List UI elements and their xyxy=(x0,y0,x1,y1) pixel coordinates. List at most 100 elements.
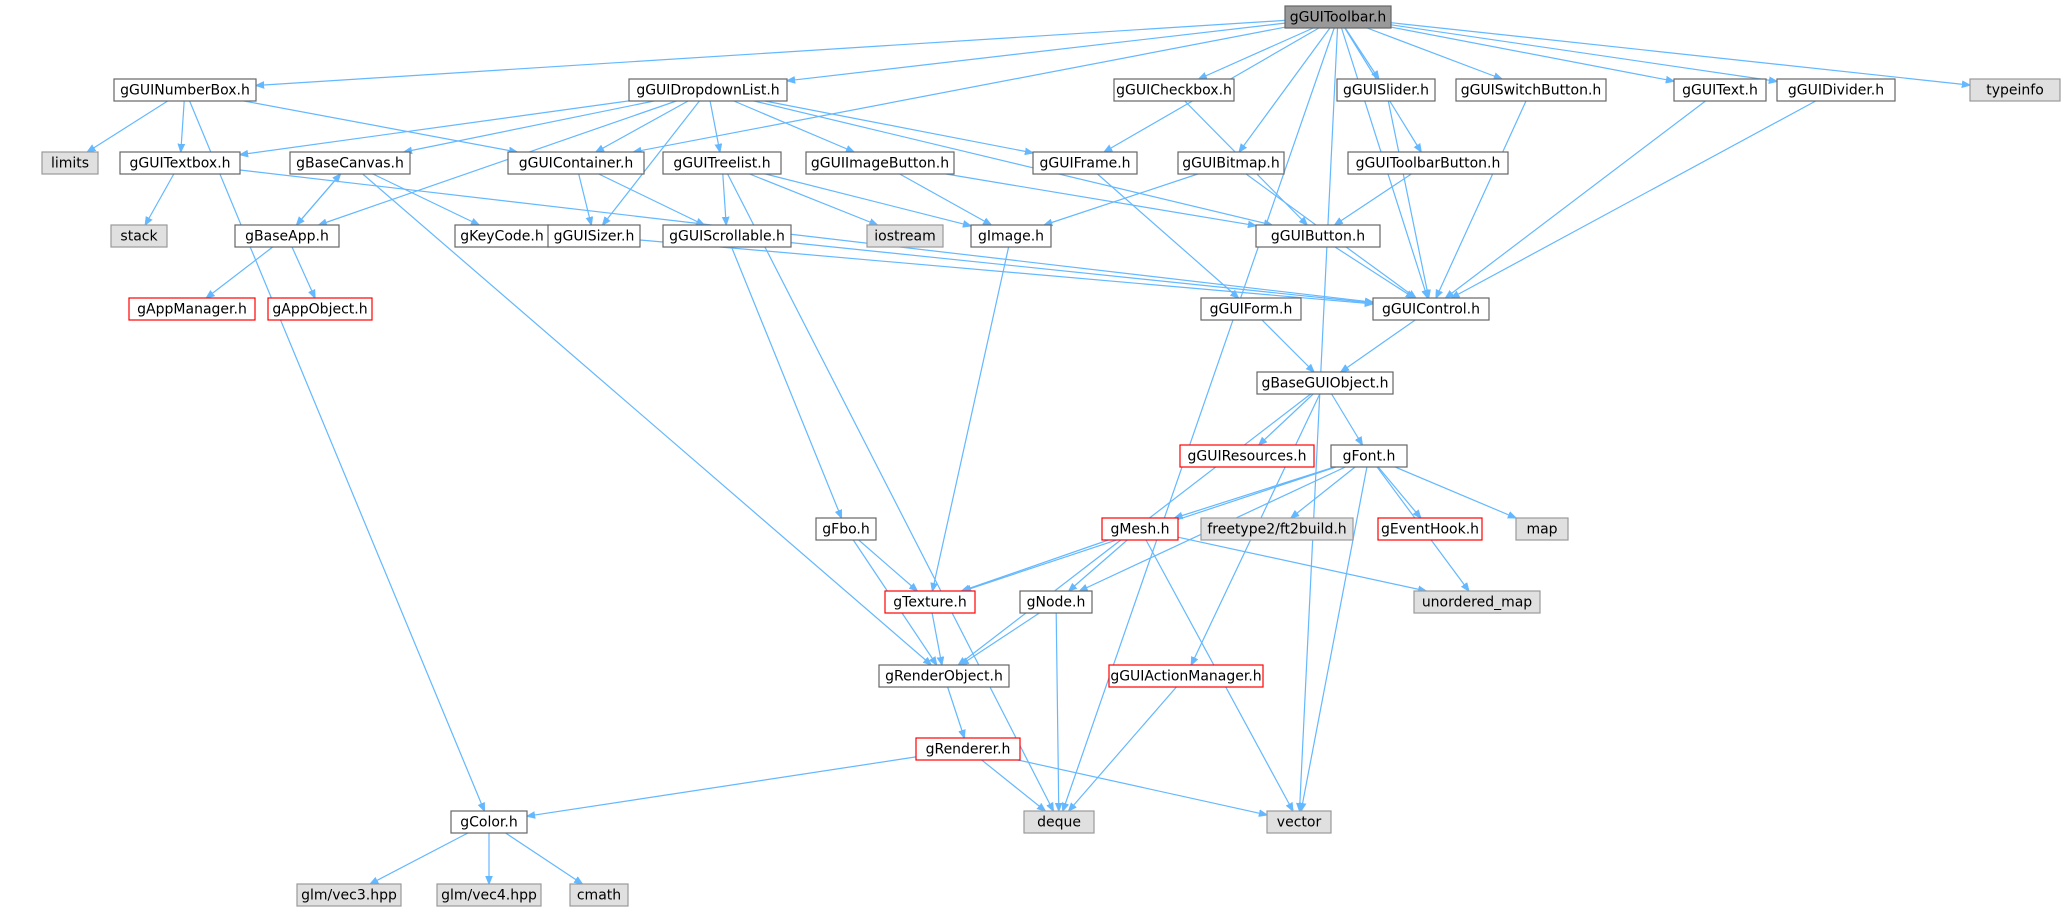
edge-control-to-baseguiobject xyxy=(1341,319,1416,372)
node-node[interactable]: gNode.h xyxy=(1019,590,1093,614)
node-appmanager[interactable]: gAppManager.h xyxy=(128,297,256,321)
node-label-ft2build: freetype2/ft2build.h xyxy=(1207,522,1346,538)
node-mesh[interactable]: gMesh.h xyxy=(1101,517,1179,541)
node-textbox[interactable]: gGUITextbox.h xyxy=(119,151,241,175)
node-baseapp[interactable]: gBaseApp.h xyxy=(234,224,340,248)
edge-dropdown-to-textbox xyxy=(240,100,630,155)
node-divider[interactable]: gGUIDivider.h xyxy=(1776,78,1896,102)
edge-button-to-control xyxy=(1334,246,1414,298)
node-actionmanager[interactable]: gGUIActionManager.h xyxy=(1108,664,1264,688)
edge-dropdown-to-treelist xyxy=(709,100,720,152)
edge-sizer-to-control xyxy=(639,239,1373,304)
node-scrollable[interactable]: gGUIScrollable.h xyxy=(662,224,792,248)
edge-container-to-sizer xyxy=(578,173,592,225)
node-label-basecanvas: gBaseCanvas.h xyxy=(296,156,404,172)
node-container[interactable]: gGUIContainer.h xyxy=(507,151,645,175)
node-box-scrollable xyxy=(662,224,792,248)
node-box-dropdown xyxy=(628,78,788,102)
node-texture[interactable]: gTexture.h xyxy=(884,590,976,614)
node-frame[interactable]: gGUIFrame.h xyxy=(1032,151,1138,175)
node-dropdown[interactable]: gGUIDropdownList.h xyxy=(628,78,788,102)
node-toolbar[interactable]: gGUIToolbar.h xyxy=(1284,5,1392,29)
node-label-button: gGUIButton.h xyxy=(1271,229,1365,245)
node-box-text xyxy=(1673,78,1767,102)
node-box-eventhook xyxy=(1377,517,1483,541)
node-eventhook[interactable]: gEventHook.h xyxy=(1377,517,1483,541)
node-treelist[interactable]: gGUITreelist.h xyxy=(662,151,782,175)
node-toolbarbutton[interactable]: gGUIToolbarButton.h xyxy=(1347,151,1509,175)
node-text[interactable]: gGUIText.h xyxy=(1673,78,1767,102)
node-slider[interactable]: gGUISlider.h xyxy=(1336,78,1436,102)
node-label-baseapp: gBaseApp.h xyxy=(245,229,329,245)
node-box-frame xyxy=(1032,151,1138,175)
node-label-eventhook: gEventHook.h xyxy=(1381,522,1479,538)
edge-bitmap-to-image xyxy=(1044,173,1198,225)
node-label-text: gGUIText.h xyxy=(1682,83,1758,99)
node-label-limits: limits xyxy=(51,156,89,172)
node-box-slider xyxy=(1336,78,1436,102)
edge-basecanvas-to-renderobject xyxy=(362,173,932,665)
node-label-keycode: gKeyCode.h xyxy=(460,229,543,245)
node-button[interactable]: gGUIButton.h xyxy=(1255,224,1381,248)
edge-font-to-vector xyxy=(1301,466,1368,811)
node-font[interactable]: gFont.h xyxy=(1330,444,1408,468)
node-label-scrollable: gGUIScrollable.h xyxy=(669,229,785,245)
node-imagebutton[interactable]: gGUIImageButton.h xyxy=(805,151,955,175)
edge-text-to-control xyxy=(1446,100,1706,298)
node-renderer[interactable]: gRenderer.h xyxy=(915,737,1021,761)
edge-toolbar-to-deque xyxy=(1063,27,1335,811)
node-basecanvas[interactable]: gBaseCanvas.h xyxy=(289,151,411,175)
node-label-slider: gGUISlider.h xyxy=(1343,83,1429,99)
node-control[interactable]: gGUIControl.h xyxy=(1372,297,1490,321)
node-box-iostream xyxy=(866,224,944,248)
edge-font-to-map xyxy=(1394,466,1516,518)
node-form[interactable]: gGUIForm.h xyxy=(1200,297,1302,321)
node-box-divider xyxy=(1776,78,1896,102)
edges-layer xyxy=(87,19,1970,884)
node-label-switchbtn: gGUISwitchButton.h xyxy=(1461,83,1602,99)
node-label-control: gGUIControl.h xyxy=(1382,302,1480,318)
node-box-button xyxy=(1255,224,1381,248)
node-color[interactable]: gColor.h xyxy=(450,810,528,834)
node-bitmap[interactable]: gGUIBitmap.h xyxy=(1177,151,1285,175)
node-box-control xyxy=(1372,297,1490,321)
node-box-cmath xyxy=(569,883,629,907)
node-checkbox[interactable]: gGUICheckbox.h xyxy=(1113,78,1235,102)
edge-toolbar-to-bitmap xyxy=(1239,27,1331,152)
node-label-mesh: gMesh.h xyxy=(1110,522,1169,538)
node-label-vector: vector xyxy=(1277,815,1322,831)
edge-divider-to-control xyxy=(1451,100,1816,298)
edge-mesh-to-node xyxy=(1069,539,1128,591)
node-map: map xyxy=(1515,517,1569,541)
node-box-font xyxy=(1330,444,1408,468)
node-box-ft2build xyxy=(1200,517,1354,541)
node-image[interactable]: gImage.h xyxy=(970,224,1052,248)
edge-toolbar-to-text xyxy=(1390,26,1674,81)
node-label-typeinfo: typeinfo xyxy=(1986,83,2044,99)
node-vector: vector xyxy=(1266,810,1332,834)
edge-treelist-to-scrollable xyxy=(723,173,726,225)
node-resources[interactable]: gGUIResources.h xyxy=(1179,444,1315,468)
edge-textbox-to-stack xyxy=(145,173,175,225)
node-label-appobject: gAppObject.h xyxy=(272,302,367,318)
node-renderobject[interactable]: gRenderObject.h xyxy=(878,664,1010,688)
node-stack: stack xyxy=(110,224,168,248)
node-fbo[interactable]: gFbo.h xyxy=(815,517,877,541)
node-numberbox[interactable]: gGUINumberBox.h xyxy=(113,78,257,102)
node-box-vec4 xyxy=(436,883,542,907)
node-box-map xyxy=(1515,517,1569,541)
node-baseguiobject[interactable]: gBaseGUIObject.h xyxy=(1256,371,1394,395)
node-keycode[interactable]: gKeyCode.h xyxy=(454,224,550,248)
node-ft2build: freetype2/ft2build.h xyxy=(1200,517,1354,541)
node-label-vec3: glm/vec3.hpp xyxy=(301,888,397,904)
edge-treelist-to-deque xyxy=(727,173,1054,811)
edge-toolbar-to-dropdown xyxy=(787,22,1286,81)
node-appobject[interactable]: gAppObject.h xyxy=(267,297,373,321)
node-switchbtn[interactable]: gGUISwitchButton.h xyxy=(1455,78,1607,102)
edge-dropdown-to-button xyxy=(753,100,1272,225)
node-label-renderer: gRenderer.h xyxy=(926,742,1011,758)
node-sizer[interactable]: gGUISizer.h xyxy=(547,224,641,248)
node-label-deque: deque xyxy=(1037,815,1081,831)
edge-node-to-renderobject xyxy=(961,612,1040,665)
node-box-color xyxy=(450,810,528,834)
